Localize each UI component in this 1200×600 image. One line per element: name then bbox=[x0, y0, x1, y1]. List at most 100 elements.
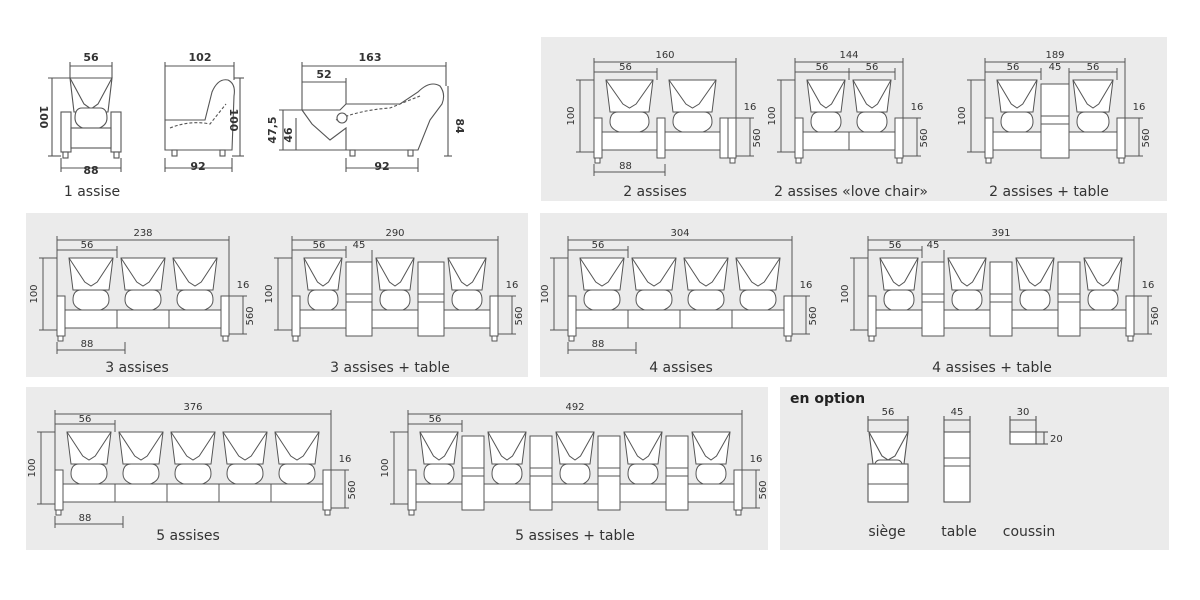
single-side-height: 100 bbox=[227, 109, 240, 132]
row-2t-table: 45 bbox=[1049, 62, 1062, 73]
row-4t-depth: 560 bbox=[1150, 306, 1161, 325]
row-5t-arm: 16 bbox=[750, 454, 763, 465]
row-4a-seat: 56 bbox=[592, 240, 605, 251]
caption-row-3a: 3 assises bbox=[105, 360, 169, 376]
row-2t-seat: 56 bbox=[1007, 62, 1020, 73]
option-table bbox=[943, 416, 971, 503]
row-5a-total: 376 bbox=[183, 402, 202, 413]
row-3t-total: 290 bbox=[385, 228, 404, 239]
single-side-top: 102 bbox=[189, 51, 212, 64]
row-2a-height: 100 bbox=[566, 106, 577, 125]
row-4a-height: 100 bbox=[540, 284, 551, 303]
row-2a bbox=[576, 58, 754, 176]
row-2a-total: 160 bbox=[655, 50, 674, 61]
row-3t-table: 45 bbox=[353, 240, 366, 251]
row-5a-depth: 560 bbox=[347, 480, 358, 499]
row-4t-height: 100 bbox=[840, 284, 851, 303]
options-title: en option bbox=[790, 391, 866, 407]
row-2a-seat: 56 bbox=[619, 62, 632, 73]
row-3t-depth: 560 bbox=[514, 306, 525, 325]
row-4a-arm: 16 bbox=[800, 280, 813, 291]
row-3a-height: 100 bbox=[29, 284, 40, 303]
panel-options bbox=[780, 387, 1169, 550]
single-front-base: 88 bbox=[83, 164, 98, 177]
row-5t-seat: 56 bbox=[429, 414, 442, 425]
row-3a-base: 88 bbox=[81, 339, 94, 350]
single-recline-leg: 52 bbox=[316, 68, 331, 81]
caption-row-2t: 2 assises + table bbox=[989, 184, 1109, 200]
single-front-height: 100 bbox=[37, 106, 50, 129]
single-recline-h3: 84 bbox=[453, 118, 466, 134]
row-2l-seat2: 56 bbox=[866, 62, 879, 73]
row-4t-table: 45 bbox=[927, 240, 940, 251]
row-2t bbox=[967, 58, 1143, 164]
row-2t-depth: 560 bbox=[1141, 128, 1152, 147]
row-5t-height: 100 bbox=[380, 458, 391, 477]
single-front-view bbox=[48, 62, 122, 172]
row-4a bbox=[550, 236, 810, 354]
row-4a-depth: 560 bbox=[808, 306, 819, 325]
single-recline-bottom: 92 bbox=[374, 160, 389, 173]
option-table-width: 45 bbox=[951, 407, 964, 418]
row-5t-total: 492 bbox=[565, 402, 584, 413]
row-2l-arm: 16 bbox=[911, 102, 924, 113]
option-cushion-height: 20 bbox=[1050, 434, 1063, 445]
single-side-view bbox=[164, 62, 244, 172]
row-2a-base: 88 bbox=[619, 161, 632, 172]
caption-row-2a: 2 assises bbox=[623, 184, 687, 200]
row-2t-height: 100 bbox=[957, 106, 968, 125]
row-5a bbox=[37, 410, 349, 528]
caption-single: 1 assise bbox=[63, 184, 121, 200]
row-2t-arm: 16 bbox=[1133, 102, 1146, 113]
row-2l bbox=[777, 58, 921, 164]
row-2l-total: 144 bbox=[839, 50, 858, 61]
row-3a-depth: 560 bbox=[245, 306, 256, 325]
row-4t-arm: 16 bbox=[1142, 280, 1155, 291]
single-recline-view bbox=[279, 62, 452, 172]
row-3t-seat: 56 bbox=[313, 240, 326, 251]
row-5t-depth: 560 bbox=[758, 480, 769, 499]
single-front-width: 56 bbox=[83, 51, 99, 64]
row-4t-seat: 56 bbox=[889, 240, 902, 251]
option-cushion bbox=[1009, 416, 1048, 445]
row-3a-arm: 16 bbox=[237, 280, 250, 291]
caption-option-seat: siège bbox=[868, 524, 906, 540]
row-3t-height: 100 bbox=[264, 284, 275, 303]
row-2a-depth: 560 bbox=[752, 128, 763, 147]
row-3t bbox=[274, 236, 516, 342]
row-2t-seat2: 56 bbox=[1087, 62, 1100, 73]
row-4a-total: 304 bbox=[670, 228, 689, 239]
option-seat bbox=[867, 416, 909, 503]
row-3a bbox=[39, 236, 247, 354]
row-4t-total: 391 bbox=[991, 228, 1010, 239]
row-2a-arm: 16 bbox=[744, 102, 757, 113]
caption-row-5a: 5 assises bbox=[156, 528, 220, 544]
row-5a-base: 88 bbox=[79, 513, 92, 524]
row-2l-depth: 560 bbox=[919, 128, 930, 147]
row-5a-arm: 16 bbox=[339, 454, 352, 465]
row-5t bbox=[390, 410, 760, 516]
single-recline-top: 163 bbox=[359, 51, 382, 64]
row-3a-seat: 56 bbox=[81, 240, 94, 251]
option-seat-width: 56 bbox=[882, 407, 895, 418]
caption-option-table: table bbox=[941, 524, 977, 540]
row-4a-base: 88 bbox=[592, 339, 605, 350]
caption-row-4a: 4 assises bbox=[649, 360, 713, 376]
row-3a-total: 238 bbox=[133, 228, 152, 239]
row-3t-arm: 16 bbox=[506, 280, 519, 291]
row-4t bbox=[850, 236, 1152, 342]
row-5a-seat: 56 bbox=[79, 414, 92, 425]
row-2l-height: 100 bbox=[767, 106, 778, 125]
single-side-bottom: 92 bbox=[190, 160, 205, 173]
caption-row-2l: 2 assises «love chair» bbox=[774, 184, 928, 200]
row-2t-total: 189 bbox=[1045, 50, 1064, 61]
caption-option-cushion: coussin bbox=[1002, 524, 1056, 540]
single-recline-h2: 46 bbox=[282, 127, 295, 143]
caption-row-4t: 4 assises + table bbox=[932, 360, 1052, 376]
option-cushion-width: 30 bbox=[1017, 407, 1030, 418]
caption-row-3t: 3 assises + table bbox=[330, 360, 450, 376]
row-2l-seat: 56 bbox=[816, 62, 829, 73]
